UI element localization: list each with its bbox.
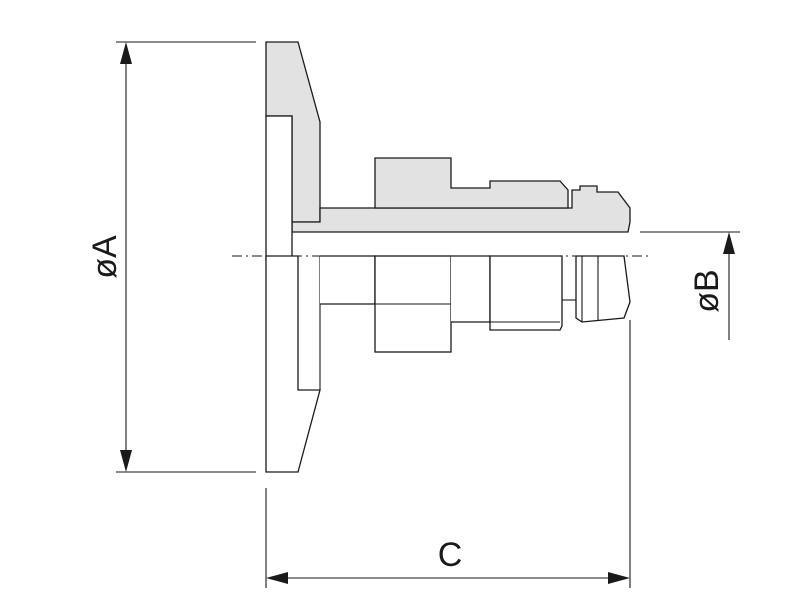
dim-a-arrow-bottom <box>120 450 132 472</box>
dim-b-arrow <box>723 232 735 254</box>
dimension-a: øA <box>86 41 256 473</box>
dim-b-label: øB <box>688 269 726 312</box>
nut-shoulder-outline <box>451 255 491 323</box>
dim-a-label: øA <box>86 235 124 279</box>
nut-section <box>374 157 569 209</box>
dim-c-arrow-left <box>266 572 288 584</box>
sleeve-outline <box>489 255 563 331</box>
upper-section-view <box>265 41 631 261</box>
fitting-end-outline <box>575 255 631 323</box>
dim-c-label: C <box>438 536 463 574</box>
dimension-c: C <box>265 320 631 588</box>
flange-face-strip <box>265 115 293 261</box>
flange-lower-outline <box>265 255 321 473</box>
dim-a-arrow-top <box>120 42 132 64</box>
tube-stub-outline <box>320 255 376 305</box>
dim-c-arrow-right <box>608 572 630 584</box>
dimension-b: øB <box>640 231 740 340</box>
lower-exterior-view <box>265 255 631 473</box>
